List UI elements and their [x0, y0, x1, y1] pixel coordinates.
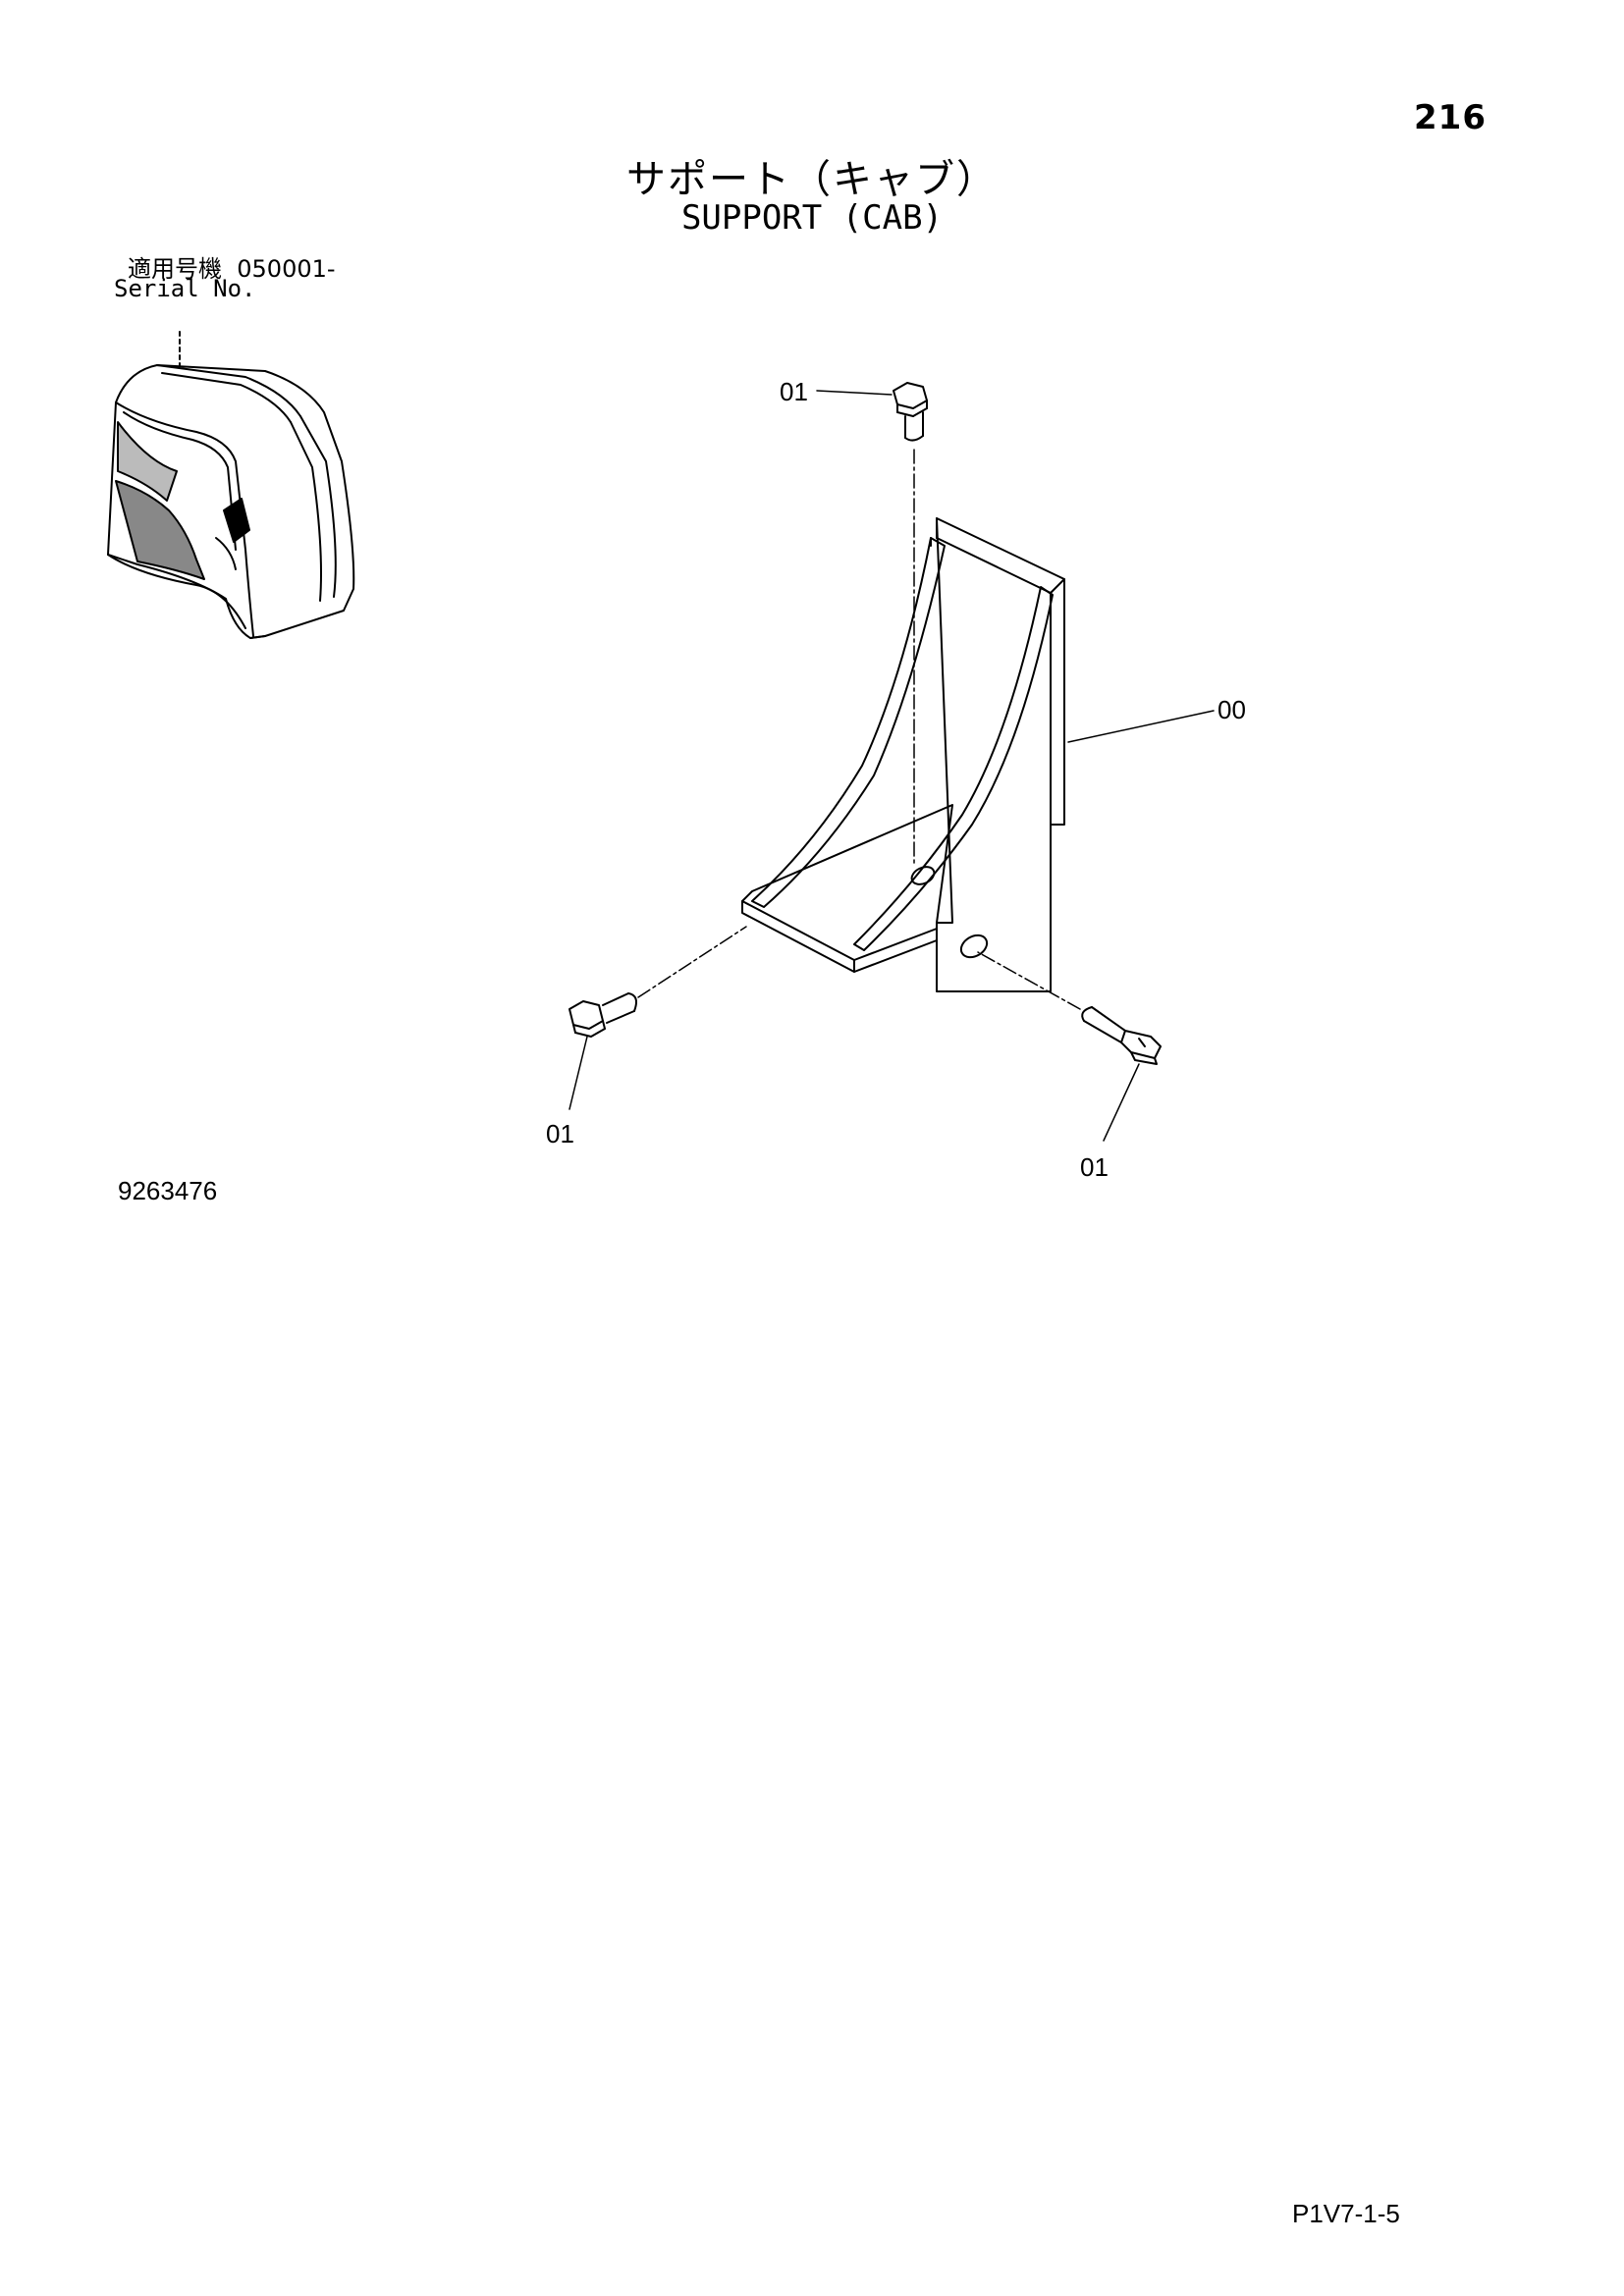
- leader-line-bolt-right: [1103, 1063, 1140, 1142]
- bolt-right-drawing: [977, 951, 1162, 1065]
- callout-support-bracket: 00: [1218, 695, 1246, 724]
- leader-line-bolt-top: [816, 390, 893, 396]
- callout-bolt-right: 01: [1080, 1152, 1109, 1182]
- support-bracket-drawing: [741, 517, 1065, 992]
- page-number: 216: [1414, 98, 1487, 137]
- page-title-japanese: サポート（キャブ）: [626, 157, 998, 202]
- footer-page-code: P1V7-1-5: [1292, 2199, 1400, 2228]
- callout-bolt-top: 01: [780, 377, 808, 406]
- callout-bolt-left: 01: [546, 1119, 574, 1148]
- cab-thumbnail-illustration: [107, 331, 355, 639]
- serial-label-japanese-row: 適用号機 050001-: [128, 249, 336, 284]
- leader-line-bolt-left: [568, 1036, 588, 1110]
- serial-value: 050001-: [237, 255, 336, 283]
- serial-label-japanese: 適用号機: [128, 255, 222, 283]
- bolt-left-drawing: [568, 926, 747, 1038]
- serial-label-english: Serial No.: [114, 275, 256, 302]
- page-title-english: SUPPORT (CAB): [680, 198, 944, 238]
- leader-line-bracket: [1067, 710, 1215, 743]
- drawing-number: 9263476: [118, 1176, 218, 1205]
- bolt-top-drawing: [893, 382, 928, 865]
